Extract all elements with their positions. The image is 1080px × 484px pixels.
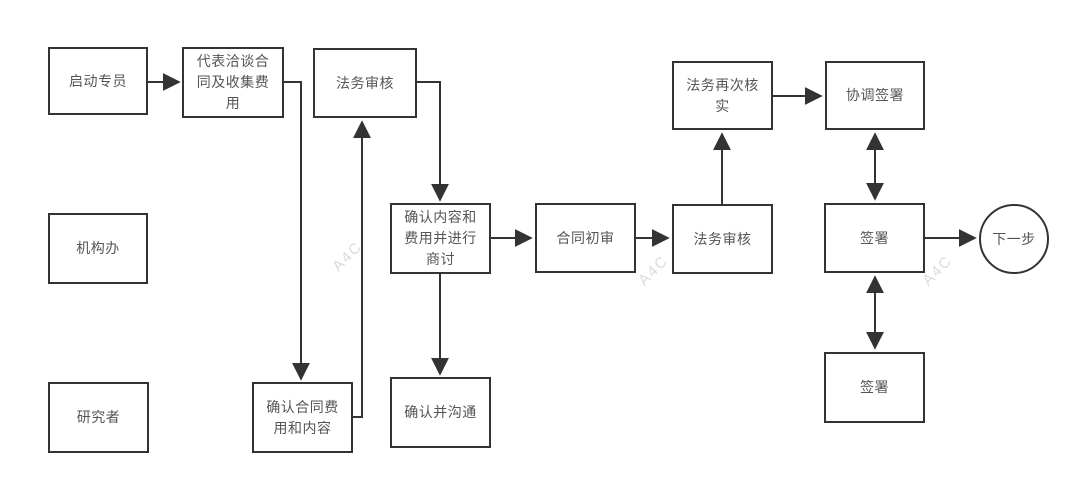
node-label: 启动专员	[69, 72, 127, 89]
node-label: 代表洽谈合同及收集费用	[196, 53, 270, 111]
node-start-specialist: 启动专员	[48, 47, 148, 115]
node-label: 签署	[860, 229, 889, 246]
node-label: 协调签署	[846, 87, 904, 103]
edge-confirm-fee-to-legal-top	[353, 120, 371, 418]
node-institution-office: 机构办	[48, 213, 148, 284]
node-label: 签署	[860, 379, 889, 395]
node-confirm-fee-content: 确认合同费用和内容	[252, 382, 353, 453]
node-label: 下一步	[992, 230, 1036, 247]
node-legal-review-top: 法务审核	[313, 48, 417, 118]
node-negotiate-contract: 代表洽谈合同及收集费用	[182, 47, 284, 118]
node-label: 确认内容和费用并进行商讨	[404, 209, 477, 267]
node-confirm-communicate: 确认并沟通	[390, 377, 491, 448]
node-label: 法务审核	[693, 230, 752, 247]
edge-legal-top-to-confirm-discuss	[417, 81, 449, 202]
node-label: 法务再次核实	[686, 76, 759, 114]
node-legal-review-mid: 法务审核	[672, 204, 773, 274]
node-researcher: 研究者	[48, 382, 149, 453]
node-next-step: 下一步	[979, 204, 1049, 274]
node-label: 确认并沟通	[404, 404, 477, 420]
node-confirm-content-fee-discuss: 确认内容和费用并进行商讨	[390, 203, 491, 274]
node-sign-mid: 签署	[824, 203, 925, 273]
node-label: 法务审核	[336, 74, 394, 91]
node-legal-recheck: 法务再次核实	[672, 61, 773, 130]
node-label: 合同初审	[556, 229, 615, 246]
node-contract-first-review: 合同初审	[535, 203, 636, 273]
node-label: 机构办	[76, 240, 120, 256]
node-label: 确认合同费用和内容	[266, 398, 339, 436]
node-label: 研究者	[76, 409, 121, 425]
node-sign-bottom: 签署	[824, 352, 925, 423]
node-coordinate-sign: 协调签署	[825, 61, 925, 130]
edge-negotiate-to-confirm-fee	[284, 81, 310, 381]
